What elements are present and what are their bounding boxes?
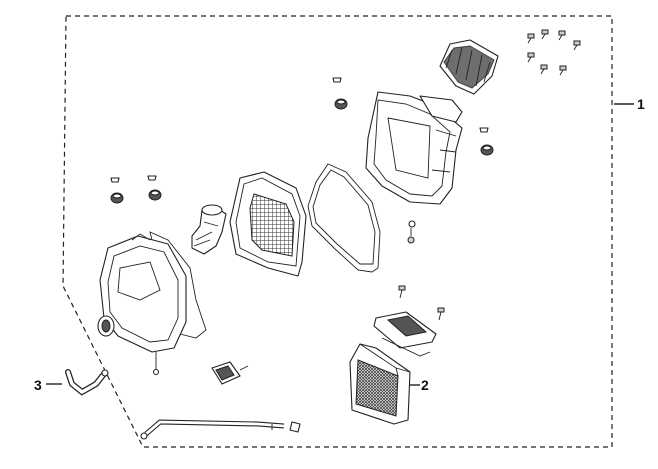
callout-3-label: 3 bbox=[34, 377, 42, 393]
filter-cover-plate bbox=[373, 311, 437, 357]
callout-1-label: 1 bbox=[637, 96, 645, 112]
callout-3: 3 bbox=[34, 377, 62, 393]
grommets bbox=[110, 77, 494, 204]
intake-duct bbox=[439, 39, 499, 95]
airbox-lower-case bbox=[97, 231, 207, 376]
assembly-boundary bbox=[62, 15, 613, 448]
drain-tube bbox=[140, 419, 301, 440]
breather-hose bbox=[65, 369, 109, 396]
screw-set bbox=[527, 29, 581, 76]
airbox-upper-housing bbox=[365, 91, 463, 244]
air-filter-element bbox=[229, 171, 307, 277]
airbox-gasket bbox=[307, 163, 381, 273]
rubber-elbow bbox=[191, 204, 227, 255]
secondary-filter-element bbox=[349, 343, 411, 425]
callout-2-label: 2 bbox=[421, 377, 429, 393]
callout-1: 1 bbox=[614, 96, 645, 112]
drain-pad bbox=[211, 361, 249, 385]
bolts bbox=[398, 285, 445, 321]
callout-2: 2 bbox=[409, 377, 429, 393]
